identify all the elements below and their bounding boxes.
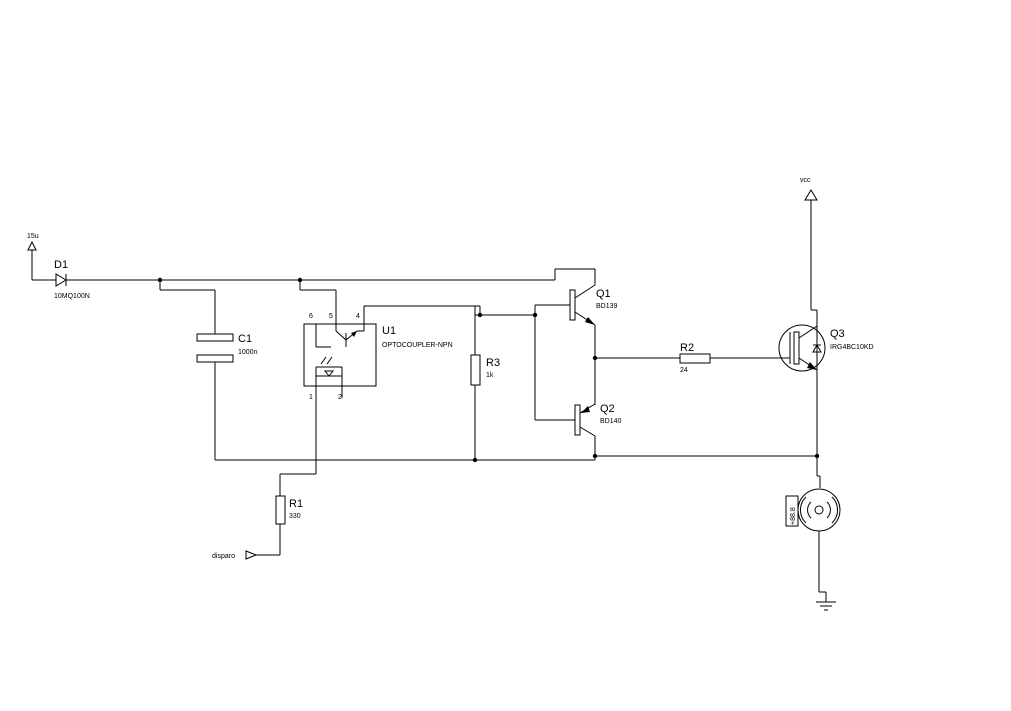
emitter-node-wire: [592, 355, 680, 405]
junction-dot: [814, 453, 820, 459]
junction-dot: [472, 457, 478, 463]
load-device: +88.8: [785, 475, 841, 602]
q1-ref: Q1: [596, 288, 611, 300]
input-disparo-label: disparo: [212, 553, 235, 560]
resistor-r3: R3 1k: [470, 306, 500, 460]
base-drive-wire: [480, 304, 570, 421]
u1-ref: U1: [382, 325, 396, 337]
u1-pin-6: 6: [309, 313, 313, 320]
transistor-q2: Q2 BD140: [570, 403, 622, 460]
u1-value: OPTOCOUPLER-NPN: [382, 342, 453, 349]
d1-ref: D1: [54, 259, 68, 271]
u1-pin-2: 2: [338, 394, 342, 401]
igbt-q3: Q3 IRG4BC10KD: [778, 324, 874, 372]
d1-value: 10MQ100N: [54, 293, 90, 300]
c1-ref: C1: [238, 333, 252, 345]
ground-icon: [816, 601, 836, 611]
diode-d1: D1 10MQ100N: [32, 259, 160, 300]
input-disparo: disparo: [212, 550, 258, 560]
q3-value: IRG4BC10KD: [830, 344, 874, 351]
source-15v: 15u: [27, 233, 39, 280]
r1-ref: R1: [289, 498, 303, 510]
r3-value: 1k: [486, 372, 494, 379]
r2-value: 24: [680, 367, 688, 374]
r1-value: 330: [289, 513, 301, 520]
u1-pin-1: 1: [309, 394, 313, 401]
transistor-q1: Q1 BD139: [569, 284, 618, 358]
resistor-r2: R2 24: [679, 342, 782, 374]
top-rail-wire: [157, 268, 596, 285]
q3-ref: Q3: [830, 328, 845, 340]
optocoupler-u1: 6 5 4 1 2 U1 OPTOCOUPLER-NPN: [299, 280, 480, 474]
capacitor-c1: C1 1000n: [159, 280, 258, 460]
u1-pin-5: 5: [329, 313, 333, 320]
resistor-r1: R1 330: [256, 473, 316, 556]
q2-ref: Q2: [600, 403, 615, 415]
r3-ref: R3: [486, 357, 500, 369]
r2-ref: R2: [680, 342, 694, 354]
vcc-supply: vcc: [800, 177, 818, 326]
vcc-label: vcc: [800, 177, 811, 184]
load-readout: +88.8: [790, 507, 797, 525]
c1-value: 1000n: [238, 349, 258, 356]
u1-pin-4: 4: [356, 313, 360, 320]
ground-return-wire: [215, 370, 820, 476]
source-15v-label: 15u: [27, 233, 39, 240]
q2-value: BD140: [600, 418, 622, 425]
q1-value: BD139: [596, 303, 618, 310]
